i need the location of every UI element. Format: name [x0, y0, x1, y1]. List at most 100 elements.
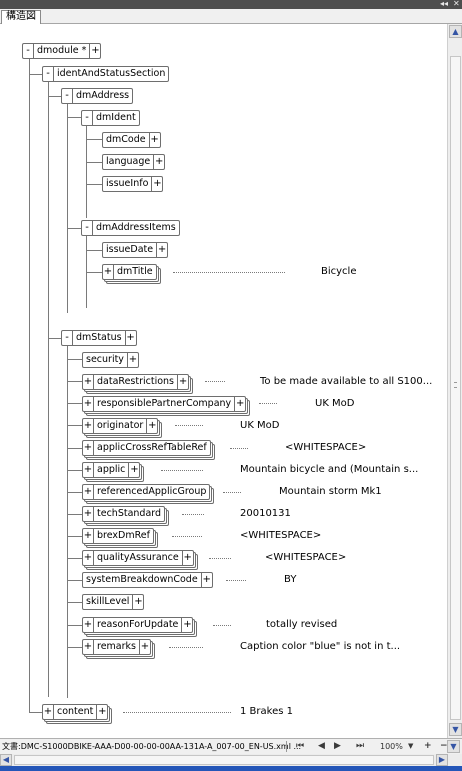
- expand-toggle[interactable]: +: [83, 441, 94, 455]
- expand-button[interactable]: +: [234, 397, 245, 411]
- panel-title-bar: ◂◂ ✕: [0, 0, 462, 9]
- node-label: issueInfo: [106, 178, 149, 189]
- tree-node-qualityAssurance[interactable]: + qualityAssurance +: [82, 550, 194, 566]
- tree-node-techStandard[interactable]: + techStandard: [82, 506, 166, 522]
- tree-node-security[interactable]: security +: [82, 352, 139, 368]
- expand-toggle[interactable]: +: [83, 551, 94, 565]
- tree-node-applic[interactable]: + applic +: [82, 462, 141, 478]
- scroll-down-icon[interactable]: ▼: [447, 740, 460, 753]
- tree-node-skillLevel[interactable]: skillLevel +: [82, 594, 145, 610]
- value-leader: [182, 514, 204, 515]
- tree-node-dmodule[interactable]: - dmodule * +: [22, 43, 102, 59]
- tree-node-dmStatus[interactable]: - dmStatus +: [61, 330, 137, 346]
- scroll-thumb[interactable]: [450, 56, 461, 720]
- structure-canvas[interactable]: - dmodule * + - identAndStatusSection - …: [1, 25, 446, 737]
- tree-node-content[interactable]: + content +: [42, 704, 109, 720]
- node-label: referencedApplicGroup: [97, 486, 207, 497]
- tree-node-dmAddress[interactable]: - dmAddress: [61, 88, 134, 104]
- tree-node-reasonForUpdate[interactable]: + reasonForUpdate +: [82, 617, 194, 633]
- expand-button[interactable]: +: [138, 640, 150, 654]
- expand-button[interactable]: +: [151, 177, 162, 191]
- expand-toggle[interactable]: +: [83, 640, 94, 654]
- expand-button[interactable]: +: [89, 44, 100, 58]
- expand-toggle[interactable]: +: [83, 507, 94, 521]
- scroll-right-icon[interactable]: ▶: [436, 754, 448, 766]
- expand-button[interactable]: +: [148, 133, 159, 147]
- tree-node-issueInfo[interactable]: issueInfo +: [102, 176, 164, 192]
- zoom-in-icon[interactable]: +: [424, 741, 432, 751]
- node-value: UK MoD: [240, 420, 280, 431]
- tab-bar: 構造図: [0, 9, 462, 24]
- next-icon[interactable]: ▶: [334, 741, 341, 751]
- collapse-toggle[interactable]: -: [43, 67, 54, 81]
- expand-button[interactable]: +: [96, 705, 107, 719]
- expand-toggle[interactable]: +: [83, 397, 94, 411]
- last-page-icon[interactable]: ⏭: [356, 741, 365, 751]
- scroll-left-icon[interactable]: ◀: [0, 754, 12, 766]
- collapse-toggle[interactable]: -: [82, 111, 93, 125]
- tree-node-remarks[interactable]: + remarks +: [82, 639, 151, 655]
- tree-node-responsiblePartnerCompany[interactable]: + responsiblePartnerCompany +: [82, 396, 247, 412]
- expand-button[interactable]: +: [128, 463, 139, 477]
- expand-toggle[interactable]: +: [83, 463, 94, 477]
- collapse-toggle[interactable]: -: [62, 331, 73, 345]
- first-page-icon[interactable]: ⏮: [296, 741, 305, 751]
- tree-node-dmTitle[interactable]: + dmTitle: [102, 264, 157, 280]
- tree-node-systemBreakdownCode[interactable]: systemBreakdownCode +: [82, 572, 213, 588]
- tree-node-brexDmRef[interactable]: + brexDmRef: [82, 528, 154, 544]
- pin-icon[interactable]: ◂◂: [440, 0, 449, 8]
- expand-button[interactable]: +: [177, 375, 188, 389]
- expand-button[interactable]: +: [181, 618, 192, 632]
- tree-node-dataRestrictions[interactable]: + dataRestrictions +: [82, 374, 190, 390]
- tree-line: [67, 359, 83, 360]
- collapse-toggle[interactable]: -: [23, 44, 34, 58]
- vertical-scrollbar[interactable]: ▲ ▼: [447, 24, 462, 738]
- tab-structure-diagram[interactable]: 構造図: [1, 10, 41, 24]
- node-value: <WHITESPACE>: [285, 442, 367, 453]
- close-icon[interactable]: ✕: [453, 0, 460, 8]
- expand-button[interactable]: +: [132, 595, 143, 609]
- tree-node-identAndStatusSection[interactable]: - identAndStatusSection: [42, 66, 170, 82]
- node-label: identAndStatusSection: [57, 68, 166, 79]
- expand-toggle[interactable]: +: [83, 485, 94, 499]
- previous-icon[interactable]: ◀: [318, 741, 325, 751]
- node-label: dmAddressItems: [96, 222, 176, 233]
- collapse-toggle[interactable]: -: [62, 89, 73, 103]
- scroll-thumb[interactable]: [14, 755, 434, 765]
- tree-node-applicCrossRefTableRef[interactable]: + applicCrossRefTableRef: [82, 440, 211, 456]
- expand-toggle[interactable]: +: [103, 265, 114, 279]
- collapse-toggle[interactable]: -: [82, 221, 93, 235]
- zoom-out-icon[interactable]: −: [440, 741, 448, 751]
- node-value: totally revised: [266, 619, 338, 630]
- tree-node-originator[interactable]: + originator +: [82, 418, 159, 434]
- expand-toggle[interactable]: +: [43, 705, 54, 719]
- node-label: reasonForUpdate: [97, 619, 179, 630]
- expand-toggle[interactable]: +: [83, 618, 94, 632]
- expand-button[interactable]: +: [153, 155, 164, 169]
- expand-button[interactable]: +: [156, 243, 167, 257]
- tree-node-dmCode[interactable]: dmCode +: [102, 132, 161, 148]
- expand-toggle[interactable]: +: [83, 419, 94, 433]
- tree-line: [29, 712, 43, 713]
- expand-button[interactable]: +: [124, 331, 135, 345]
- expand-toggle[interactable]: +: [83, 529, 94, 543]
- dropdown-icon[interactable]: ▼: [408, 742, 414, 750]
- value-leader: [205, 381, 225, 382]
- horizontal-scrollbar[interactable]: ◀ ▶: [0, 754, 462, 766]
- tree-node-dmIdent[interactable]: - dmIdent: [81, 110, 140, 126]
- tree-node-dmAddressItems[interactable]: - dmAddressItems: [81, 220, 180, 236]
- expand-toggle[interactable]: +: [83, 375, 94, 389]
- expand-button[interactable]: +: [126, 353, 138, 367]
- expand-button[interactable]: +: [146, 419, 157, 433]
- tree-node-issueDate[interactable]: issueDate +: [102, 242, 169, 258]
- scroll-down-icon[interactable]: ▼: [449, 723, 462, 736]
- tree-node-language[interactable]: language +: [102, 154, 166, 170]
- tree-line: [48, 338, 62, 339]
- expand-button[interactable]: +: [200, 573, 211, 587]
- scroll-up-icon[interactable]: ▲: [449, 25, 462, 38]
- expand-button[interactable]: +: [181, 551, 192, 565]
- zoom-level[interactable]: 100%: [380, 742, 403, 751]
- value-leader: [173, 272, 285, 273]
- tree-node-referencedApplicGroup[interactable]: + referencedApplicGroup: [82, 484, 211, 500]
- status-bar: 文書:DMC-S1000DBIKE-AAA-D00-00-00-00AA-131…: [0, 738, 462, 754]
